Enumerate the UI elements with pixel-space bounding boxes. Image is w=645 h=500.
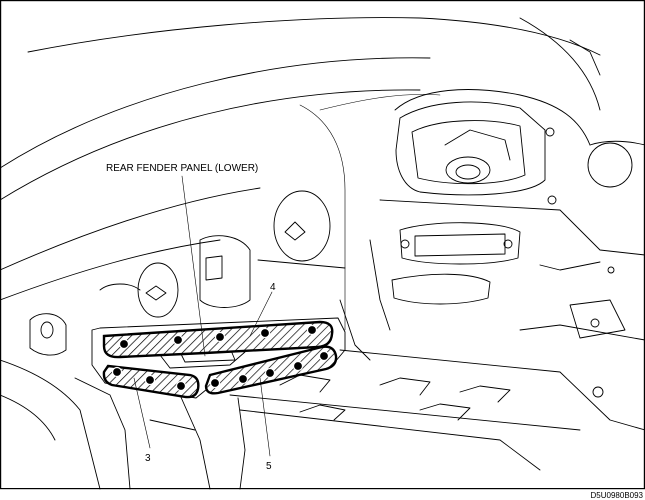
- leader-3: [133, 377, 151, 449]
- weld-spot: [259, 327, 271, 339]
- callout-5: 5: [266, 461, 272, 472]
- label-backdrop: [104, 160, 256, 173]
- weld-spot: [209, 377, 221, 389]
- leader-4: [249, 291, 273, 337]
- weld-spot: [175, 380, 187, 392]
- body-outline: [0, 17, 601, 331]
- leader-5: [259, 377, 271, 457]
- leader-panel: [181, 175, 206, 357]
- weld-spot: [292, 360, 304, 372]
- inner-panel-features: [0, 190, 371, 490]
- callout-3: 3: [145, 453, 151, 464]
- figure-code: D5U0980B093: [591, 491, 644, 500]
- weld-spot: [118, 338, 130, 350]
- weld-spot: [306, 324, 318, 336]
- weld-spot: [214, 331, 226, 343]
- rear-fender-panel-lower: [91, 317, 346, 399]
- leader-lines: [133, 175, 273, 457]
- weld-spot: [237, 373, 249, 385]
- floor-pan: [74, 349, 645, 490]
- weld-spot: [264, 367, 276, 379]
- weld-spot: [144, 374, 156, 386]
- weld-spot: [111, 366, 123, 378]
- weld-spot: [318, 350, 330, 362]
- callout-4: 4: [270, 282, 276, 293]
- strut-tower: [369, 89, 645, 398]
- weld-spot: [172, 334, 184, 346]
- panel-label: REAR FENDER PANEL (LOWER): [106, 163, 258, 174]
- weld-spots: [111, 324, 330, 392]
